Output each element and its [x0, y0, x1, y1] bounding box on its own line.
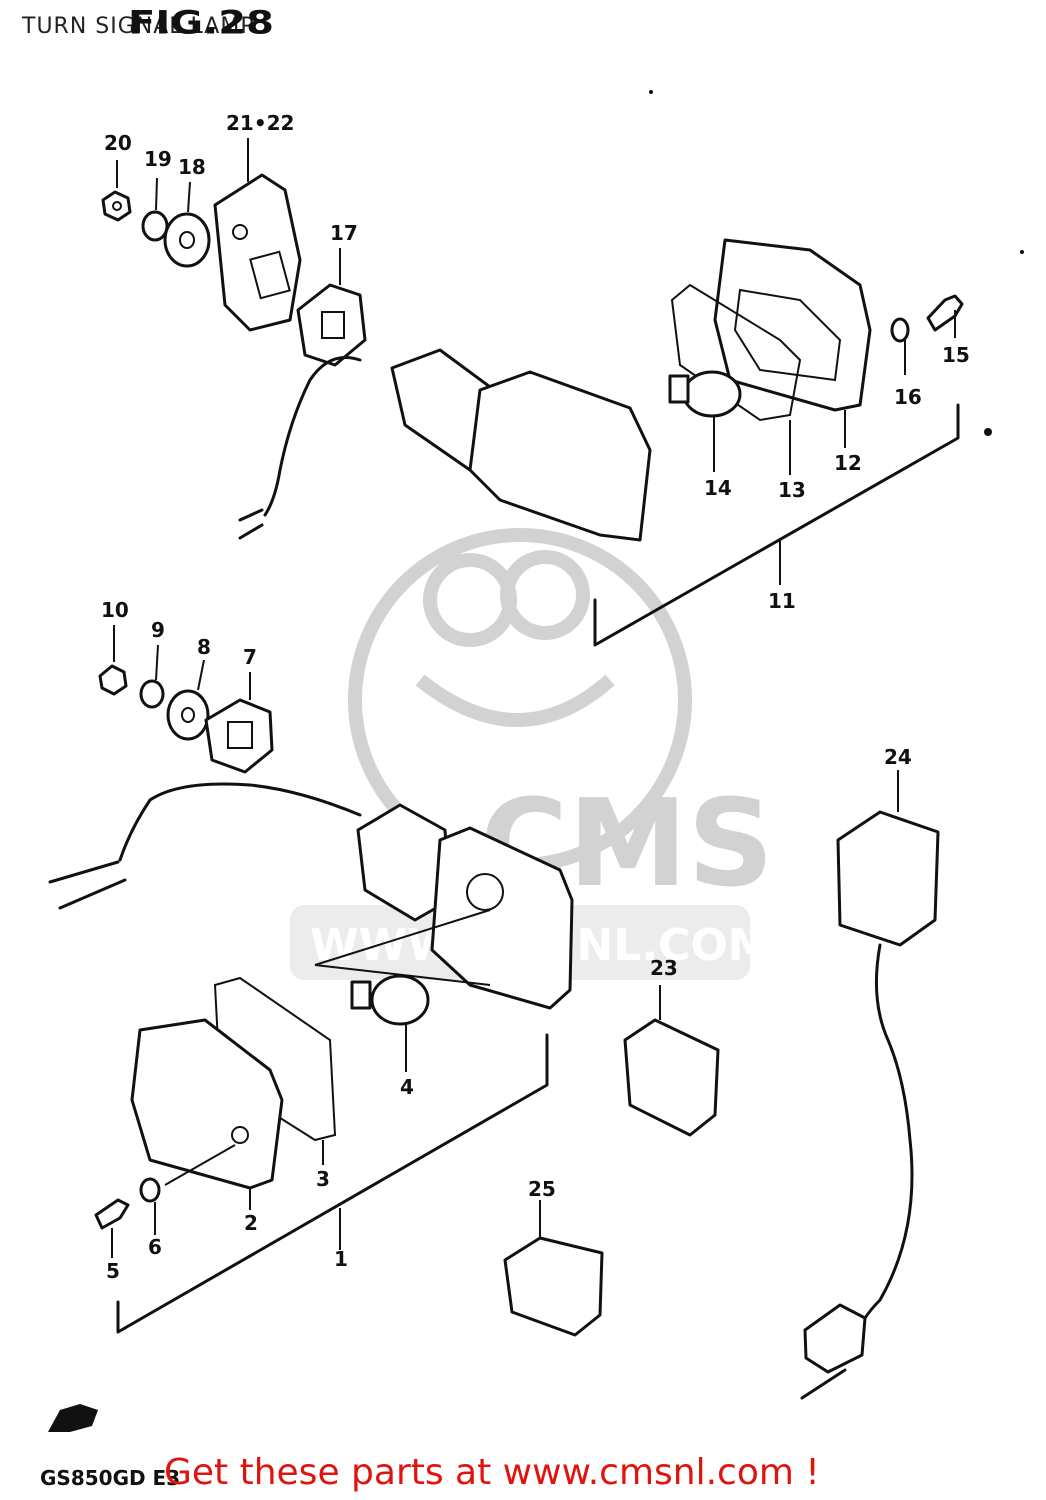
lock-washer-19: [141, 210, 169, 242]
bulb-14: [682, 370, 742, 418]
screw-axis-line: [164, 1144, 236, 1186]
rear-wire-terminals: [238, 508, 264, 540]
screw-5: [94, 1198, 130, 1230]
leader-19: [155, 177, 158, 211]
leader-8: [197, 659, 205, 691]
callout-17: 17: [330, 221, 358, 245]
callout-15: 15: [942, 343, 970, 367]
gasket-13: [670, 283, 802, 422]
callout-4: 4: [400, 1075, 414, 1099]
lock-washer-6: [139, 1177, 161, 1203]
bracket-21-22: [213, 173, 302, 332]
callout-12: 12: [834, 451, 862, 475]
figure-label: FIG.28: [128, 4, 274, 42]
bulb-4-guide: [314, 909, 491, 986]
callout-7: 7: [243, 645, 257, 669]
connector-tail: [800, 1368, 847, 1400]
callout-6: 6: [148, 1235, 162, 1259]
scan-mark: [984, 428, 992, 436]
callout-1: 1: [334, 1247, 348, 1271]
assembly-bracket-1: [116, 1033, 549, 1334]
leader-18: [187, 181, 191, 213]
bulb-14-base: [668, 374, 690, 404]
grommet-17: [296, 283, 367, 367]
callout-5: 5: [106, 1259, 120, 1283]
nut-10: [98, 664, 128, 696]
watermark-goggle-left: [423, 553, 517, 647]
front-lens-2-screw-hole: [231, 1126, 249, 1144]
flasher-unit-24: [836, 810, 940, 947]
washer-8-hole: [181, 707, 195, 723]
callout-3: 3: [316, 1167, 330, 1191]
page-title: TURN SIGNAL LAMP: [22, 14, 255, 39]
callout-13: 13: [778, 478, 806, 502]
callout-20: 20: [104, 131, 132, 155]
flasher-connector: [803, 1303, 867, 1374]
callout-25: 25: [528, 1177, 556, 1201]
screw-15: [926, 294, 964, 332]
model-code: GS850GD E3: [40, 1466, 181, 1490]
washer-8: [166, 689, 210, 741]
bracket-21-22-hole: [232, 224, 248, 240]
front-lamp-socket: [466, 873, 504, 911]
bulb-4-base: [350, 980, 372, 1010]
front-wire-terminals: [48, 860, 127, 910]
grommet-7: [204, 698, 274, 774]
lock-washer-16: [890, 317, 910, 343]
front-lamp-wire: [118, 782, 362, 862]
callout-21-22: 21•22: [226, 111, 294, 135]
callout-19: 19: [144, 147, 172, 171]
bracket-21-22-slot: [249, 250, 291, 300]
scan-mark: [1020, 250, 1024, 254]
callout-8: 8: [197, 635, 211, 659]
grommet-7-hole: [227, 721, 253, 749]
grommet-17-hole: [321, 311, 345, 339]
flasher-harness: [853, 943, 914, 1342]
rear-lens-12: [713, 238, 872, 412]
relay-25-drawn: [503, 1236, 604, 1337]
nut-20-hole: [112, 201, 122, 211]
nut-20: [101, 190, 132, 222]
assembly-bracket-11: [593, 403, 960, 647]
callout-18: 18: [178, 155, 206, 179]
bulb-4: [370, 974, 430, 1026]
rear-lamp-housing: [468, 370, 652, 542]
relay-23: [623, 1018, 720, 1137]
front-lens-2: [130, 1018, 284, 1190]
callout-24: 24: [884, 745, 912, 769]
lock-washer-9: [139, 679, 165, 709]
scan-mark: [649, 90, 653, 94]
callout-16: 16: [894, 385, 922, 409]
rear-lamp-wire: [263, 356, 362, 517]
cta-parts-link[interactable]: Get these parts at www.cmsnl.com !: [164, 1452, 820, 1493]
callout-10: 10: [101, 598, 129, 622]
callout-14: 14: [704, 476, 732, 500]
callout-9: 9: [151, 618, 165, 642]
washer-18: [163, 212, 211, 268]
callout-23: 23: [650, 956, 678, 980]
rear-lens-12-inner: [733, 288, 842, 382]
watermark-mascot-face: [415, 674, 615, 727]
callout-2: 2: [244, 1211, 258, 1235]
manufacturer-mark: [48, 1404, 98, 1432]
callout-11: 11: [768, 589, 796, 613]
leader-9: [155, 644, 159, 681]
front-lamp-housing: [430, 826, 574, 1010]
washer-18-hole: [179, 231, 195, 249]
watermark-goggle-right: [500, 550, 590, 640]
